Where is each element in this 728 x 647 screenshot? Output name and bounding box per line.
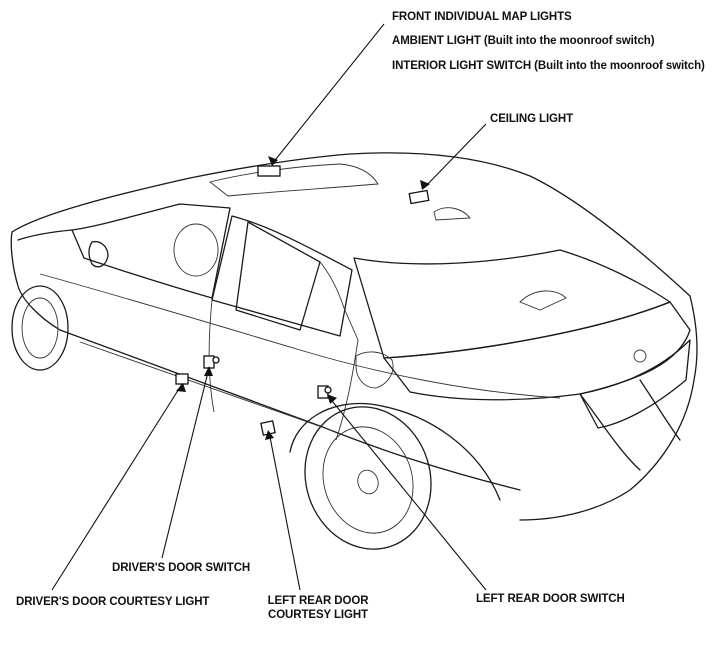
label-left-rear-door-courtesy-light-line1: LEFT REAR DOOR [267,595,369,607]
label-interior-light-switch: INTERIOR LIGHT SWITCH (Built into the mo… [392,60,705,72]
label-front-map-lights: FRONT INDIVIDUAL MAP LIGHTS [392,11,572,23]
label-drivers-door-switch: DRIVER'S DOOR SWITCH [112,562,251,574]
car-body [10,152,698,550]
drivers-door-switch-part [203,355,220,369]
label-left-rear-door-switch: LEFT REAR DOOR SWITCH [476,593,625,605]
leader-lines [51,23,487,591]
label-left-rear-door-courtesy-light-line2: COURTESY LIGHT [268,609,368,621]
label-ambient-light: AMBIENT LIGHT (Built into the moonroof s… [392,35,655,47]
map-light-part [257,165,281,177]
rear-door-switch-part [317,385,332,399]
label-left-rear-door-courtesy-light: LEFT REAR DOOR COURTESY LIGHT [266,594,370,622]
ceiling-light-part [408,189,430,205]
drivers-courtesy-light-part [175,373,189,385]
label-drivers-door-courtesy-light: DRIVER'S DOOR COURTESY LIGHT [16,596,210,608]
label-ceiling-light: CEILING LIGHT [490,113,574,125]
